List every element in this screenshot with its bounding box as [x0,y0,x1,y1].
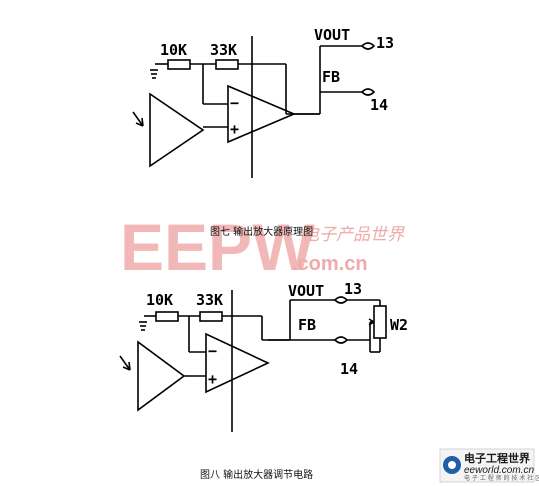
label-pin14: 14 [370,96,388,114]
watermark-url: .com.cn [292,253,368,275]
watermark-eepw: EEPW [120,210,315,284]
eepw-watermark: EEPW .com.cn 电子产品世界 [120,210,405,284]
label-minus: − [230,94,239,112]
figure8-circuit [119,290,387,432]
ground-symbol [150,69,158,79]
input-arrow-2 [119,355,131,371]
figure7-circuit [132,36,376,178]
potentiometer-w2 [373,305,387,339]
buffer-triangle [149,92,205,168]
label-plus: + [230,120,239,138]
ground-symbol-2 [139,321,147,331]
label-fb: FB [322,68,340,86]
opamp-triangle-2 [205,332,270,394]
label-33k-2: 33K [196,291,223,309]
logo-badge-dot [448,461,456,469]
resistor-33k [215,59,239,70]
input-arrow [132,111,144,127]
label-pin13-2: 13 [344,280,362,298]
logo-url: eeworld.com.cn [464,465,534,476]
pin14-connector [361,88,376,96]
opamp-triangle [227,84,297,144]
figure7-labels: 10K 33K VOUT FB 13 14 − + 图七 输出放大器原理图 [160,26,394,238]
label-minus-2: − [208,342,217,360]
watermark-cn: 电子产品世界 [302,225,405,245]
wiper-arrow [368,318,375,326]
resistor-33k-2 [199,311,223,322]
label-33k: 33K [210,41,237,59]
label-10k-2: 10K [146,291,173,309]
figure8-labels: 10K 33K VOUT FB 13 14 W2 − + 图八 输出放大器调节电… [146,280,408,481]
pin14-connector-2 [334,336,349,344]
eeworld-logo: 电子工程世界 eeworld.com.cn 电 子 工 程 师 的 技 术 社 … [439,448,539,483]
label-pin14-2: 14 [340,360,358,378]
label-pin13: 13 [376,34,394,52]
pin13-connector [361,42,376,50]
label-10k: 10K [160,41,187,59]
label-vout-2: VOUT [288,282,324,300]
logo-subtitle: 电 子 工 程 师 的 技 术 社 区 [464,474,539,482]
label-vout: VOUT [314,26,350,44]
figure7-caption: 图七 输出放大器原理图 [210,225,313,238]
logo-name: 电子工程世界 [464,451,530,465]
label-fb-2: FB [298,316,316,334]
buffer-triangle-2 [137,340,186,412]
resistor-10k-2 [155,311,179,322]
figure8-caption: 图八 输出放大器调节电路 [200,468,313,481]
label-w2: W2 [390,316,408,334]
resistor-10k [167,59,191,70]
label-plus-2: + [208,370,217,388]
